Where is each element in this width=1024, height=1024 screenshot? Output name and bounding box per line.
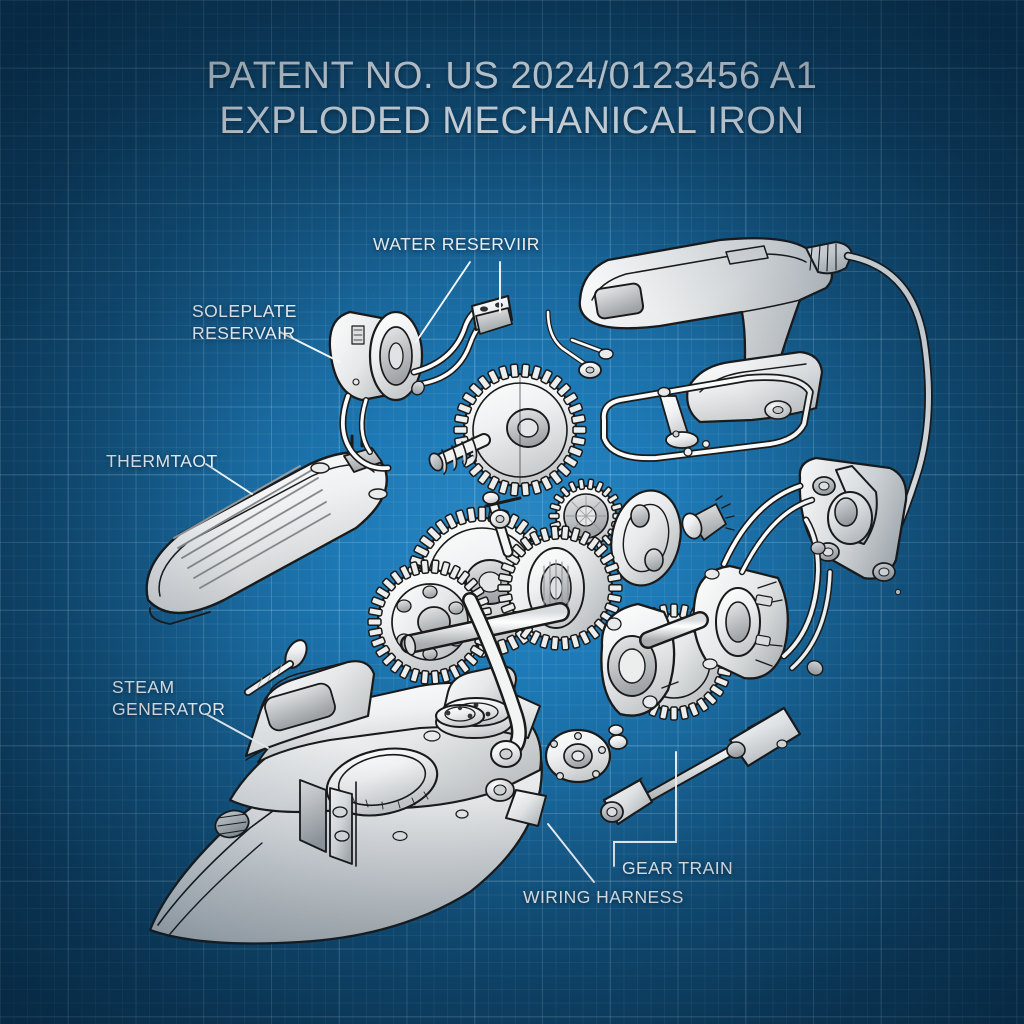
blueprint-canvas: PATENT NO. US 2024/0123456 A1 EXPLODED M…: [0, 0, 1024, 1024]
vignette-overlay: [0, 0, 1024, 1024]
